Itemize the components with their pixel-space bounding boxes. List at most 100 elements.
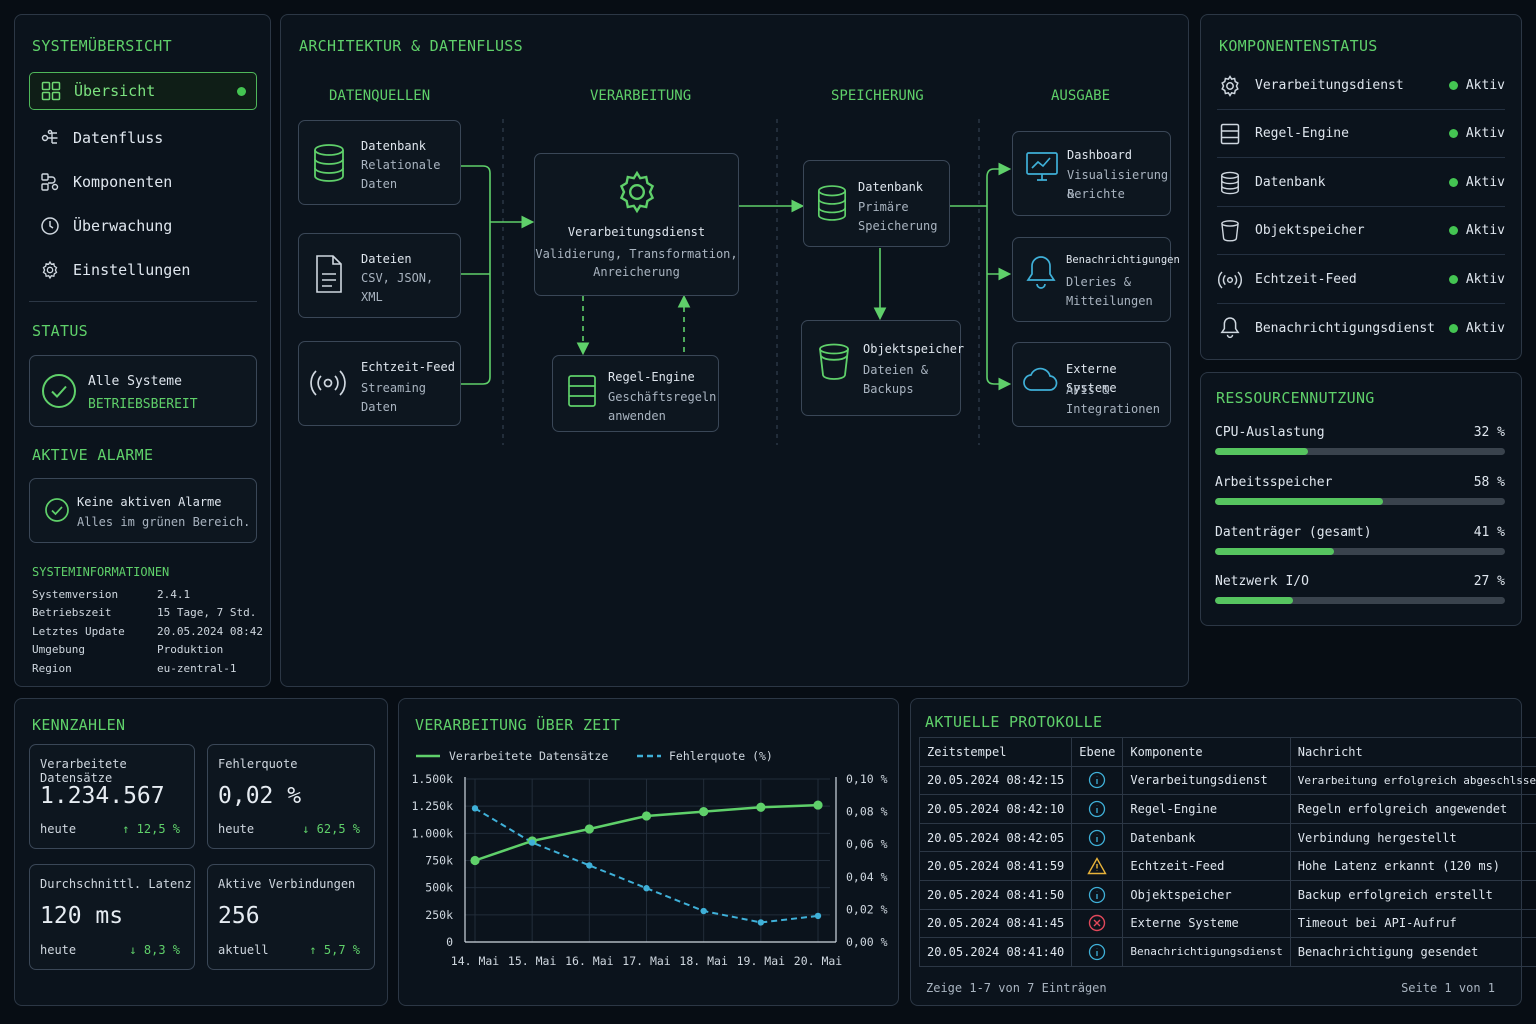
sysinfo-value: 15 Tage, 7 Std.	[157, 606, 257, 619]
log-timestamp: 20.05.2024 08:42:10	[918, 794, 1073, 824]
node-line: Backups	[863, 382, 914, 396]
bell-icon	[1025, 254, 1057, 296]
x-tick-label: 19. Mai	[737, 954, 786, 968]
col-header-message[interactable]: Nachricht	[1289, 737, 1536, 767]
warning-icon	[1087, 857, 1108, 875]
node-line: Dleries &	[1066, 275, 1132, 289]
x-tick-label: 17. Mai	[622, 954, 671, 968]
check-circle-icon	[41, 373, 77, 413]
resource-label: CPU-Auslastung	[1215, 425, 1325, 440]
data-point-error-rate	[814, 912, 822, 920]
source-feed-node[interactable]: Echtzeit-Feed Streaming Daten	[298, 341, 461, 426]
output-external-node[interactable]: Externe Systeme APIs & Integrationen	[1012, 342, 1171, 427]
log-message: Backup erfolgreich erstellt	[1289, 879, 1536, 910]
log-timestamp: 20.05.2024 08:42:15	[918, 765, 1073, 796]
log-timestamp: 20.05.2024 08:41:50	[918, 879, 1073, 910]
nav-item-ueberwachung[interactable]: Überwachung	[29, 207, 257, 245]
log-level	[1071, 851, 1124, 881]
node-line: Mitteilungen	[1066, 294, 1153, 308]
component-status: Aktiv	[1448, 272, 1505, 287]
sidebar-panel: SYSTEMÜBERSICHT Übersicht Datenfluss Kom…	[14, 14, 271, 687]
component-row[interactable]: Benachrichtigungsdienst Aktiv	[1217, 304, 1505, 352]
data-point-error-rate	[757, 919, 765, 926]
data-point-error-rate	[528, 839, 536, 846]
component-status: Aktiv	[1448, 78, 1505, 93]
rules-engine-node[interactable]: Regel-Engine Geschäftsregeln anwenden	[552, 355, 719, 432]
right-tick-label: 0,04 %	[846, 870, 888, 884]
log-component: Benachrichtigungsdienst	[1122, 937, 1291, 967]
gear-icon	[1217, 74, 1243, 98]
node-line: Speicherung	[858, 219, 938, 233]
component-name: Echtzeit-Feed	[1255, 272, 1357, 287]
status-card: Alle Systeme BETRIEBSBEREIT	[29, 355, 257, 427]
database-icon	[312, 143, 346, 187]
object-storage-node[interactable]: Objektspeicher Dateien & Backups	[801, 320, 964, 416]
storage-database-node[interactable]: Datenbank Primäre Speicherung	[803, 160, 950, 247]
flow-connectors	[461, 119, 1012, 445]
component-status: Aktiv	[1448, 126, 1505, 141]
legend-label-records: Verarbeitete Datensätze	[449, 749, 608, 763]
broadcast-icon	[310, 368, 346, 402]
data-point-records	[813, 800, 823, 810]
status-line1: Alle Systeme	[88, 374, 182, 389]
kpi-value: 0,02 %	[218, 783, 302, 809]
grid-icon	[40, 80, 62, 102]
component-row[interactable]: Verarbeitungsdienst Aktiv	[1217, 62, 1505, 110]
component-row[interactable]: Echtzeit-Feed Aktiv	[1217, 256, 1505, 304]
kpi-trend: ↑ 12,5 %	[122, 822, 180, 836]
log-message: Verbindung hergestellt	[1289, 822, 1536, 853]
bucket-icon	[1217, 219, 1243, 242]
output-dashboard-node[interactable]: Dashboard Visualisierung & Berichte	[1012, 131, 1171, 216]
log-component: Regel-Engine	[1122, 794, 1291, 824]
gear-icon	[39, 259, 61, 281]
status-label: Aktiv	[1465, 272, 1505, 287]
status-line2: BETRIEBSBEREIT	[88, 397, 198, 412]
resource-track	[1215, 448, 1505, 455]
kpi-label: Durchschnittl. Latenz	[40, 877, 192, 891]
kpi-card-records: Verarbeitete Datensätze 1.234.567 heute …	[29, 744, 195, 849]
component-status-title: KOMPONENTENSTATUS	[1219, 37, 1378, 55]
nav-label: Datenfluss	[73, 129, 164, 147]
nav-item-uebersicht[interactable]: Übersicht	[29, 72, 257, 110]
data-point-error-rate	[586, 862, 593, 869]
node-line: Integrationen	[1066, 402, 1160, 416]
monitor-chart-icon	[1025, 150, 1059, 188]
col-header-timestamp[interactable]: Zeitstempel	[918, 737, 1073, 767]
nav-item-komponenten[interactable]: Komponenten	[29, 163, 257, 201]
left-tick-label: 1.500k	[411, 772, 453, 786]
left-tick-label: 0	[446, 935, 453, 949]
resource-label: Arbeitsspeicher	[1215, 475, 1333, 490]
resource-fill	[1215, 498, 1384, 505]
processing-service-node[interactable]: Verarbeitungsdienst Validierung, Transfo…	[534, 153, 739, 296]
component-status-panel: KOMPONENTENSTATUS Verarbeitungsdienst Ak…	[1200, 14, 1522, 360]
source-database-node[interactable]: Datenbank Relationale Daten	[298, 120, 461, 205]
data-point-error-rate	[700, 907, 707, 915]
status-dot	[1448, 81, 1458, 90]
nav-item-einstellungen[interactable]: Einstellungen	[29, 251, 257, 289]
active-indicator	[237, 86, 246, 96]
output-notifications-node[interactable]: Benachrichtigungen Dleries & Mitteilunge…	[1012, 237, 1180, 322]
col-header-component[interactable]: Komponente	[1122, 737, 1291, 767]
architecture-panel: ARCHITEKTUR & DATENFLUSS DATENQUELLEN VE…	[280, 14, 1189, 687]
source-files-node[interactable]: Dateien CSV, JSON, XML	[298, 233, 461, 318]
resource-track	[1215, 548, 1505, 555]
nav-item-datenfluss[interactable]: Datenfluss	[29, 119, 257, 157]
component-row[interactable]: Regel-Engine Aktiv	[1217, 110, 1505, 158]
component-row[interactable]: Datenbank Aktiv	[1217, 159, 1505, 207]
component-row[interactable]: Objektspeicher Aktiv	[1217, 207, 1505, 255]
col-header-level[interactable]: Ebene	[1071, 737, 1124, 767]
resource-track	[1215, 498, 1505, 505]
resource-fill	[1215, 597, 1294, 604]
left-tick-label: 1.250k	[411, 799, 453, 813]
resource-value: 27 %	[1473, 574, 1505, 589]
node-title: Benachrichtigungen	[1066, 254, 1180, 266]
